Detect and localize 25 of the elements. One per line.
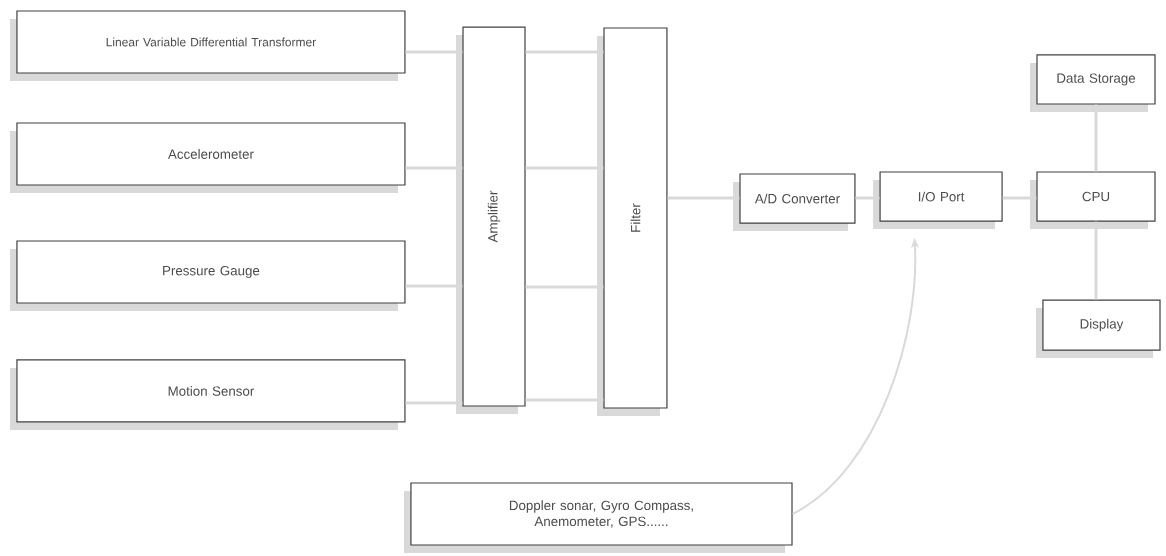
amplifier-box: Amplifier: [456, 26, 526, 414]
connector-line: [525, 398, 604, 402]
connector-line: [1094, 104, 1098, 172]
filter-box: Filter: [597, 27, 668, 416]
connector-line: [855, 196, 880, 200]
connector-line: [525, 166, 604, 170]
connector-line: [1094, 221, 1098, 300]
connector-line: [405, 166, 463, 170]
connector-line: [667, 196, 740, 200]
connector-line: [405, 50, 463, 54]
connector-line: [405, 401, 463, 405]
connector-line: [405, 284, 463, 288]
process-box: I/O Port: [873, 171, 1003, 230]
connector-line: [525, 50, 604, 54]
process-box: A/D Converter: [733, 173, 856, 231]
connector-line: [1002, 196, 1037, 200]
sensor-box: Linear Variable Differential Transformer: [10, 10, 406, 82]
process-box: Display: [1036, 299, 1161, 358]
connector-line: [525, 285, 604, 289]
sensor-box: Motion Sensor: [10, 359, 406, 430]
sensor-box: Accelerometer: [10, 122, 406, 194]
sensor-box: Pressure Gauge: [10, 240, 406, 311]
sensor-box: Doppler sonar, Gyro Compass, Anemometer, GPS......: [404, 482, 793, 554]
process-box: CPU: [1030, 171, 1156, 230]
process-box: Data Storage: [1030, 54, 1156, 112]
